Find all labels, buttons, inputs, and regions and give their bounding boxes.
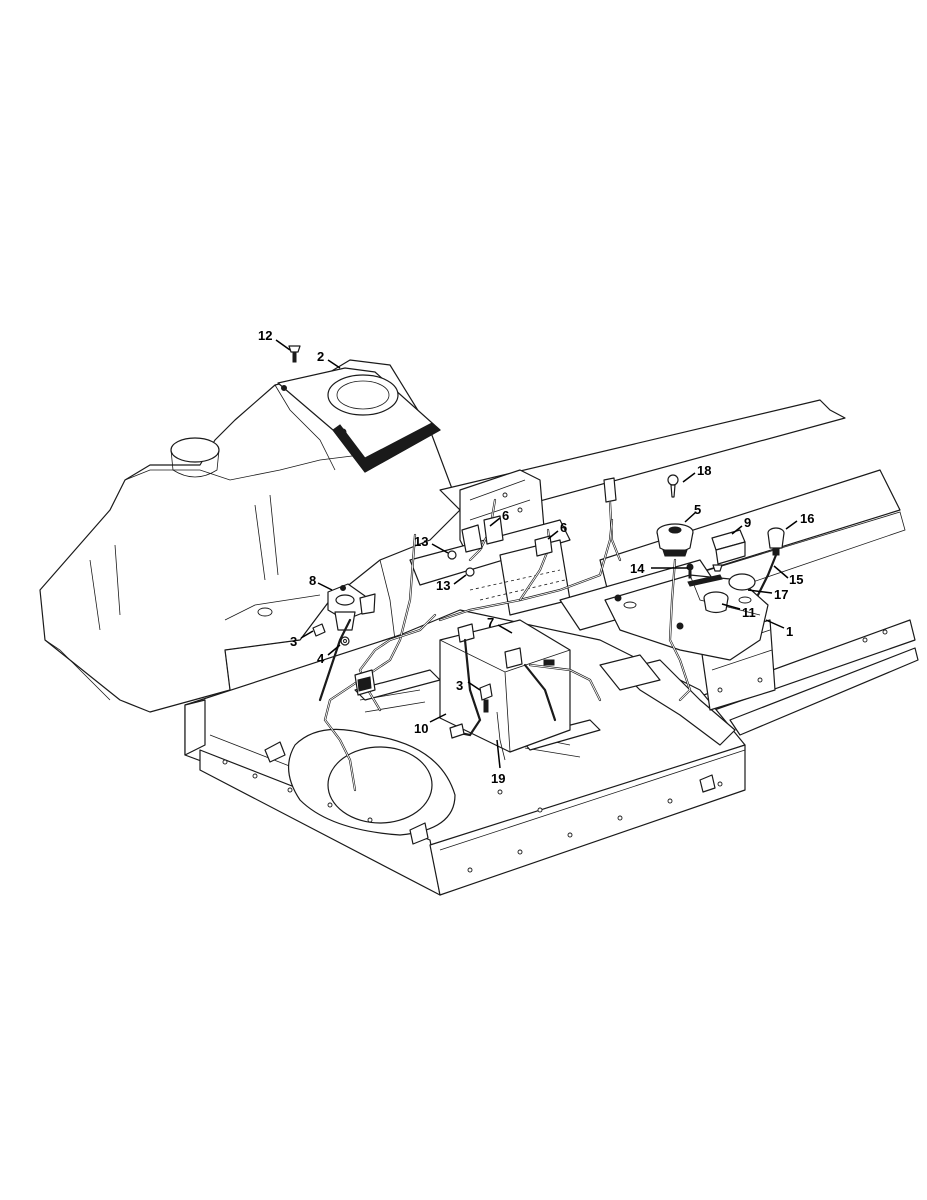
ignition-key	[667, 474, 679, 498]
callout-3-lower: 3	[456, 678, 463, 693]
callout-5: 5	[694, 502, 701, 517]
callout-6-right: 6	[560, 520, 567, 535]
callouts: 12 2 18 6 6 13 13 5 9 16 14 15 17 8 11 1…	[258, 328, 814, 786]
callout-12: 12	[258, 328, 272, 343]
callout-10: 10	[414, 721, 428, 736]
screw-12	[288, 345, 301, 363]
bolt-3-battery	[479, 683, 493, 713]
nut-4	[340, 636, 350, 646]
callout-16: 16	[800, 511, 814, 526]
starter-solenoid	[327, 583, 376, 631]
callout-19: 19	[491, 771, 505, 786]
callout-17: 17	[774, 587, 788, 602]
screw-14	[686, 563, 694, 579]
callout-14: 14	[630, 561, 645, 576]
callout-9: 9	[744, 515, 751, 530]
callout-11: 11	[742, 605, 756, 620]
callout-18: 18	[697, 463, 711, 478]
callout-8: 8	[309, 573, 316, 588]
callout-2: 2	[317, 349, 324, 364]
interlock-switch-13-upper	[447, 550, 457, 560]
interlock-switch-13-lower	[465, 567, 475, 577]
callout-4: 4	[317, 651, 325, 666]
bolt-3-solenoid	[312, 623, 326, 637]
leader-lines	[275, 339, 798, 769]
callout-13-lower: 13	[436, 578, 450, 593]
wiring-harness	[318, 498, 692, 792]
chassis-holes	[222, 629, 888, 873]
ignition-switch	[656, 523, 694, 557]
harness-connector	[603, 477, 622, 562]
callout-13-upper: 13	[414, 534, 428, 549]
callout-6-left: 6	[502, 508, 509, 523]
pto-knob	[703, 591, 729, 614]
battery	[439, 619, 571, 753]
screw-17	[712, 564, 723, 572]
throttle-cable	[756, 553, 778, 597]
fuel-tank-cover	[277, 367, 441, 473]
callout-3-upper: 3	[290, 634, 297, 649]
callout-15: 15	[789, 572, 803, 587]
light-switch	[711, 529, 746, 565]
battery-hold-down	[496, 711, 506, 761]
callout-7: 7	[487, 615, 494, 630]
callout-1: 1	[786, 624, 793, 639]
throttle-knob	[767, 527, 785, 556]
seat-switch	[461, 515, 553, 557]
